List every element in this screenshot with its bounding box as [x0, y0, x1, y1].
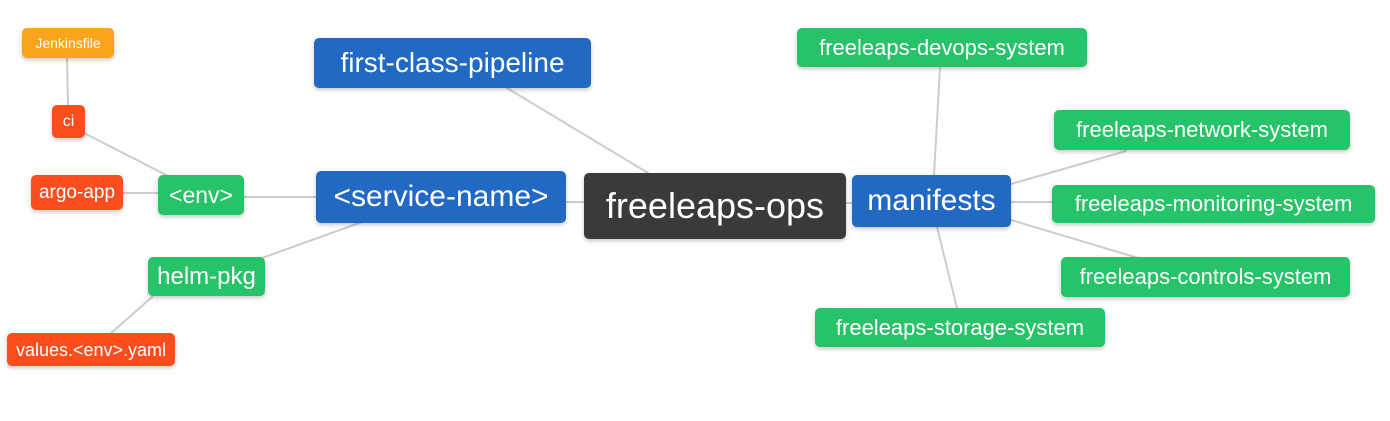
node-service-name[interactable]: <service-name>	[316, 171, 566, 223]
node-freeleaps-devops-system[interactable]: freeleaps-devops-system	[797, 28, 1087, 67]
node-jenkinsfile[interactable]: Jenkinsfile	[22, 28, 114, 58]
edge-values-helm-pkg	[109, 296, 153, 335]
node-freeleaps-ops-root[interactable]: freeleaps-ops	[584, 173, 846, 239]
node-freeleaps-storage-system[interactable]: freeleaps-storage-system	[815, 308, 1105, 347]
node-freeleaps-network-system[interactable]: freeleaps-network-system	[1054, 110, 1350, 150]
edge-manifests-network	[1010, 150, 1127, 185]
node-first-class-pipeline[interactable]: first-class-pipeline	[314, 38, 591, 88]
node-values-env-yaml[interactable]: values.<env>.yaml	[7, 333, 175, 366]
node-helm-pkg[interactable]: helm-pkg	[148, 257, 265, 296]
edge-manifests-devops	[933, 67, 941, 176]
node-freeleaps-monitoring-system[interactable]: freeleaps-monitoring-system	[1052, 185, 1375, 223]
node-ci[interactable]: ci	[52, 105, 85, 138]
node-manifests[interactable]: manifests	[852, 175, 1011, 227]
edge-pipeline-root	[506, 87, 649, 174]
edge-manifests-storage	[936, 226, 958, 309]
node-argo-app[interactable]: argo-app	[31, 175, 123, 210]
node-freeleaps-controls-system[interactable]: freeleaps-controls-system	[1061, 257, 1350, 297]
node-env[interactable]: <env>	[158, 175, 244, 215]
edge-helm-pkg-service-name	[261, 221, 363, 259]
edge-jenkinsfile-ci	[66, 57, 69, 107]
edge-ci-env	[83, 132, 173, 179]
edge-manifests-controls	[1010, 219, 1139, 259]
